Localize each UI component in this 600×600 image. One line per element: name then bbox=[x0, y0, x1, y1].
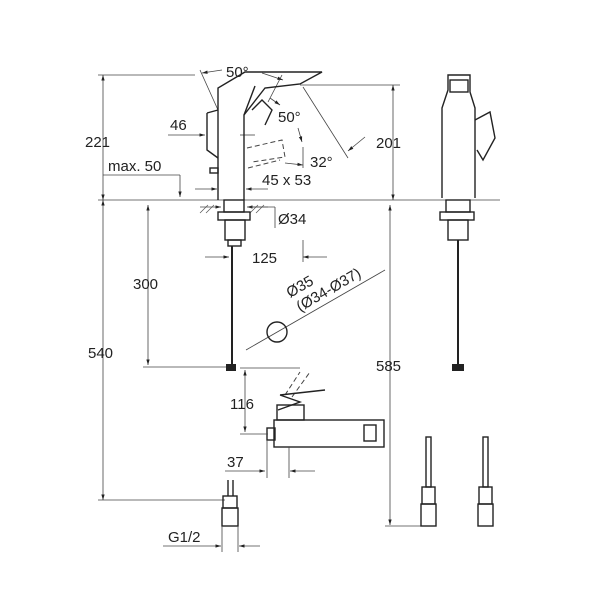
dimension-125: 125 bbox=[205, 240, 327, 267]
connector-right-2 bbox=[477, 436, 494, 527]
angle-label-lever: 50° bbox=[278, 109, 301, 126]
dimension-37: 37 bbox=[225, 440, 315, 478]
dimension-o34: Ø34 bbox=[200, 205, 306, 228]
angle-label-spout: 32° bbox=[310, 154, 333, 171]
dimension-201: 201 bbox=[300, 84, 401, 200]
dim-label-125: 125 bbox=[252, 250, 277, 267]
hole-detail: Ø35 (Ø34-Ø37) bbox=[245, 265, 386, 351]
dimension-116: 116 bbox=[230, 367, 300, 435]
dim-label-g12: G1/2 bbox=[168, 529, 201, 546]
dimension-g12: G1/2 bbox=[163, 526, 260, 552]
dimension-46: 46 bbox=[168, 117, 255, 137]
dimension-max-50: max. 50 bbox=[103, 158, 182, 197]
dim-label-201: 201 bbox=[376, 135, 401, 152]
dimension-300: 300 bbox=[133, 205, 228, 368]
dim-label-max-50: max. 50 bbox=[108, 158, 161, 175]
dimension-540: 540 bbox=[88, 200, 225, 501]
dimension-585: 585 bbox=[376, 205, 425, 527]
dim-label-540: 540 bbox=[88, 345, 113, 362]
dimension-45x53: 45 x 53 bbox=[195, 172, 311, 191]
mixer-body-view bbox=[266, 371, 385, 448]
dim-label-116: 116 bbox=[230, 396, 254, 413]
dim-label-45x53: 45 x 53 bbox=[262, 172, 311, 189]
angle-label-top: 50° bbox=[226, 64, 249, 81]
faucet-front-view bbox=[199, 71, 323, 371]
dim-label-46: 46 bbox=[170, 117, 187, 134]
dim-label-221: 221 bbox=[85, 134, 110, 151]
dim-label-37: 37 bbox=[227, 454, 244, 471]
dim-label-300: 300 bbox=[133, 276, 158, 293]
angle-annotations: 50° 50° 32° bbox=[199, 64, 366, 171]
faucet-side-view bbox=[439, 74, 496, 371]
dimension-221: 221 bbox=[85, 74, 195, 200]
connector-left bbox=[221, 480, 239, 527]
dim-label-o34: Ø34 bbox=[278, 211, 306, 228]
dim-label-585: 585 bbox=[376, 358, 401, 375]
connector-right-1 bbox=[420, 436, 437, 527]
